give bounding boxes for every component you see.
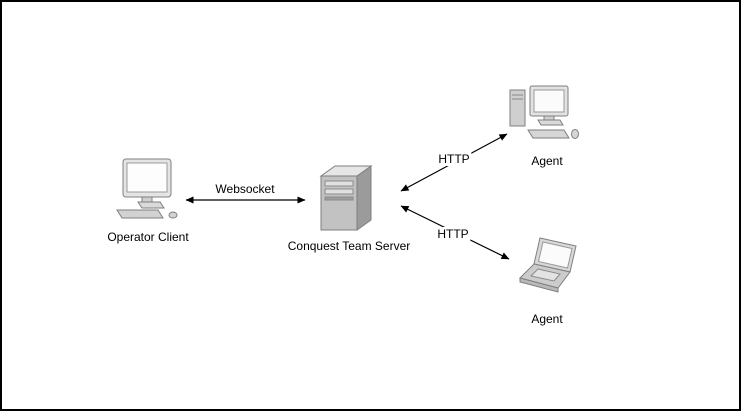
- agent-laptop-label: Agent: [531, 312, 563, 326]
- desktop-computer-icon: [509, 85, 579, 139]
- laptop-icon: [519, 237, 577, 293]
- team-server-label: Conquest Team Server: [287, 239, 411, 253]
- operator-client-label: Operator Client: [107, 230, 189, 244]
- agent-desktop-label: Agent: [531, 154, 563, 168]
- server-tower-icon: [319, 165, 373, 231]
- http-bottom-edge-label: HTTP: [435, 227, 471, 241]
- workstation-monitor-icon: [116, 158, 178, 219]
- http-top-edge-label: HTTP: [436, 152, 472, 166]
- websocket-edge-label: Websocket: [213, 182, 277, 196]
